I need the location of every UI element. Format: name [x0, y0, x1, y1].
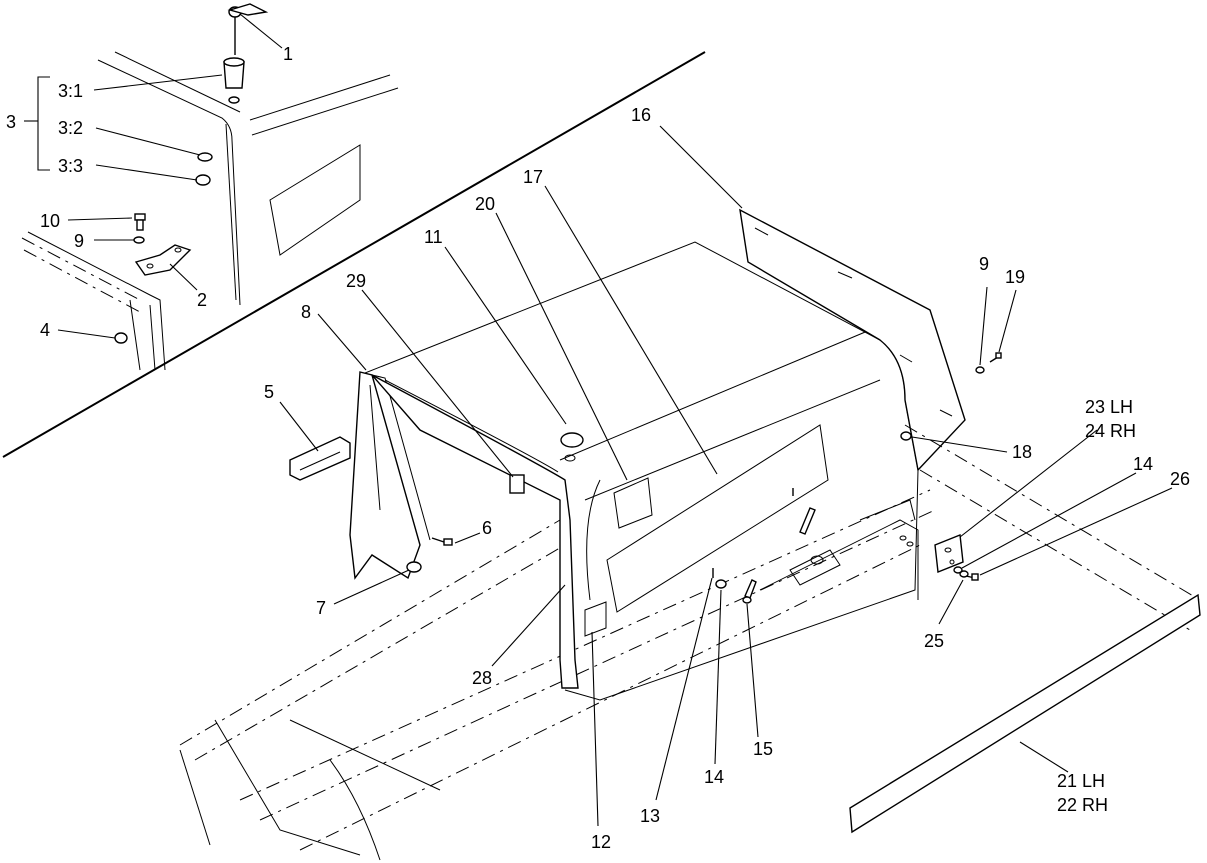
bumper-part-7: [406, 561, 422, 573]
washer-part-14a: [715, 579, 727, 589]
frame-rails: [179, 424, 1201, 861]
side-shield-part-28: [371, 374, 579, 689]
callout-25: 25: [924, 631, 944, 651]
bushing-part-18: [900, 431, 912, 441]
callout-2: 2: [197, 290, 207, 310]
washer-part-25: [959, 570, 969, 578]
callout-3: 3: [6, 112, 16, 132]
washer-part-9a: [133, 236, 145, 244]
knob-part-3-1: [223, 57, 245, 104]
bumper-part-29: [509, 474, 525, 494]
callout-1: 1: [283, 44, 293, 64]
leader-lines: [24, 13, 1173, 827]
callout-23-lh: 23 LH: [1085, 397, 1133, 417]
callout-17: 17: [523, 167, 543, 187]
callout-11: 11: [424, 227, 443, 247]
callout-6: 6: [482, 518, 492, 538]
callout-3-2: 3:2: [58, 118, 83, 138]
rear-mount-bracket: [759, 499, 919, 600]
callout-28: 28: [472, 668, 492, 688]
plug-part-11: [560, 432, 584, 462]
decal-part-17: [606, 424, 829, 613]
bolt-part-10: [134, 213, 146, 231]
screw-part-6: [431, 537, 453, 546]
callout-14-lower: 14: [704, 767, 724, 787]
callout-20: 20: [475, 194, 495, 214]
callout-9-right: 9: [979, 254, 989, 274]
detail-hood-panel: [97, 51, 399, 306]
callout-3-3: 3:3: [58, 156, 83, 176]
callout-labels: 1 3 3:1 3:2 3:3 10 9 2 4 16 17 20 11 29 …: [6, 44, 1190, 852]
detail-divider-line: [2, 51, 706, 458]
decal-part-20: [613, 477, 653, 529]
screw-part-19: [989, 352, 1002, 363]
callout-24-rh: 24 RH: [1085, 421, 1136, 441]
lever-part-15: [742, 579, 757, 604]
nut-part-4: [114, 332, 128, 344]
washer-part-9b: [975, 366, 985, 374]
washer-part-14b: [953, 566, 963, 574]
nut-part-3-3: [195, 174, 211, 186]
callout-29: 29: [346, 271, 366, 291]
callout-12: 12: [591, 832, 611, 852]
callout-9-detail: 9: [74, 231, 84, 251]
callout-7: 7: [316, 598, 326, 618]
washer-part-3-2: [197, 152, 213, 162]
callout-22-rh: 22 RH: [1057, 795, 1108, 815]
plate-part-23-24: [934, 534, 964, 573]
callout-3-1: 3:1: [58, 81, 83, 101]
callout-5: 5: [264, 382, 274, 402]
bolt-part-26: [965, 573, 979, 581]
rear-panel-part-16: [739, 208, 966, 472]
callout-16: 16: [631, 105, 651, 125]
hinge-upper-assembly: [792, 488, 816, 535]
callout-26: 26: [1170, 469, 1190, 489]
callout-18: 18: [1012, 442, 1032, 462]
detail-frame-rail: [21, 231, 166, 371]
bracket-part-2: [134, 244, 192, 276]
callout-8: 8: [301, 302, 311, 322]
callout-10: 10: [40, 211, 60, 231]
side-brace-part-8: [349, 371, 431, 580]
callout-21-lh: 21 LH: [1057, 771, 1105, 791]
side-skirt-part-21-22: [849, 593, 1201, 834]
decal-part-12: [584, 601, 607, 637]
handle-part-5: [289, 436, 351, 481]
latch-part-1: [227, 3, 269, 55]
callout-19: 19: [1005, 267, 1025, 287]
callout-15: 15: [753, 739, 773, 759]
callout-4: 4: [40, 320, 50, 340]
callout-14-right: 14: [1133, 454, 1153, 474]
callout-13: 13: [640, 806, 660, 826]
